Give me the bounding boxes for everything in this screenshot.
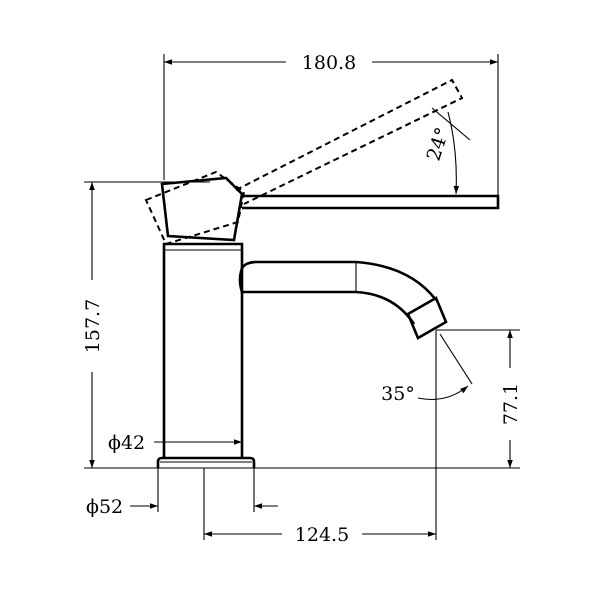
dimension-lines (89, 59, 513, 537)
tap-outline (144, 78, 500, 468)
handle-block (160, 176, 244, 242)
extension-lines (84, 54, 520, 540)
overall-width-label: 180.8 (302, 52, 356, 74)
dimension-labels: 180.8 157.7 77.1 24° 35° ϕ42 ϕ52 124.5 (82, 52, 522, 546)
spout-reach-label: 124.5 (295, 524, 349, 546)
spout-height-label: 77.1 (500, 383, 522, 425)
spout (238, 267, 416, 325)
lever-handle (242, 194, 500, 210)
spout-angle-label: 35° (381, 383, 415, 405)
spout-tip (406, 296, 448, 340)
base-diameter-label: ϕ52 (86, 496, 123, 518)
lever-handle-rotated (235, 78, 464, 205)
body-cylinder (162, 242, 244, 458)
overall-height-label: 157.7 (82, 299, 104, 353)
handle-block-rotated (144, 170, 246, 246)
lever-angle-label: 24° (423, 125, 454, 164)
base-plate (156, 456, 256, 468)
body-diameter-label: ϕ42 (108, 432, 145, 454)
spout-upper (240, 260, 438, 301)
